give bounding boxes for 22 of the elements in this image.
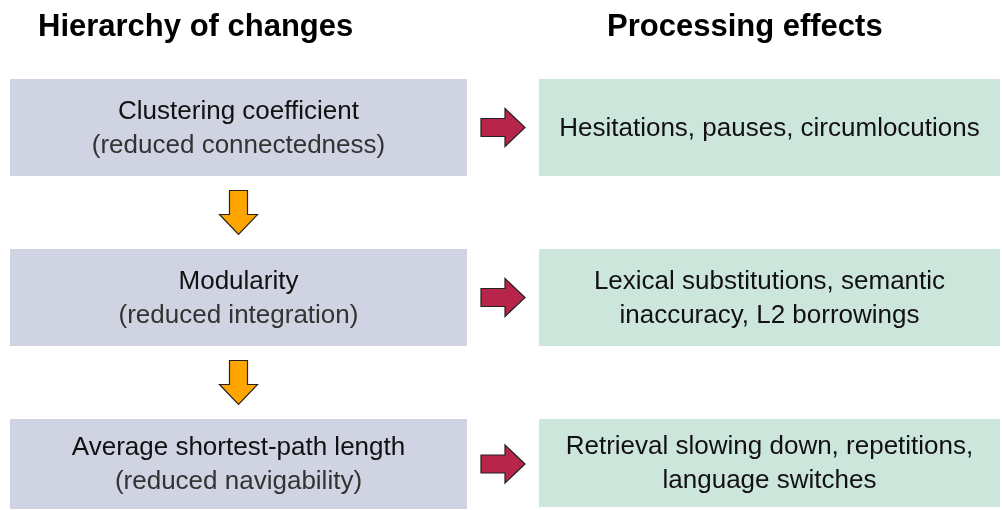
description: (reduced connectedness)	[91, 127, 386, 161]
label: Clustering coefficient	[118, 93, 359, 127]
description: (reduced navigability)	[114, 464, 363, 497]
label: Modularity	[178, 263, 299, 297]
network-measure-box	[10, 79, 467, 176]
column-heading: Hierarchy of changes	[38, 8, 354, 44]
block-arrow	[480, 277, 526, 318]
label: Lexical substitutions, semantic inaccuracy, L2 borrowings	[592, 263, 947, 331]
network-measure-box	[10, 419, 467, 509]
label: Retrieval slowing down, repetitions, language switches	[564, 429, 975, 496]
block-arrow	[480, 107, 526, 148]
network-measure-box	[10, 249, 467, 346]
effect-box	[539, 419, 1000, 507]
effect-box	[539, 79, 1000, 176]
block-arrow	[480, 443, 526, 485]
description: (reduced integration)	[118, 297, 359, 331]
block-arrow	[218, 359, 259, 406]
effect-box	[539, 249, 1000, 346]
label: Hesitations, pauses, circumlocutions	[559, 110, 980, 144]
block-arrow	[218, 189, 259, 236]
label: Average shortest-path length	[71, 430, 406, 464]
column-heading: Processing effects	[607, 8, 883, 44]
